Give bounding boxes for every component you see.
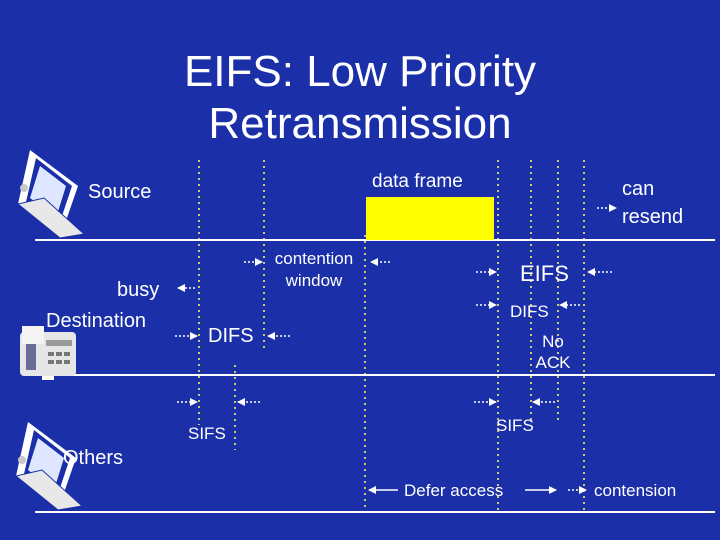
busy-label: busy bbox=[117, 279, 160, 301]
can-resend-label-line-1: can bbox=[622, 178, 655, 200]
data-frame-label: data frame bbox=[372, 171, 463, 192]
destination-label: Destination bbox=[46, 310, 147, 332]
difs-left-label: DIFS bbox=[208, 325, 254, 347]
sifs-left-label: SIFS bbox=[188, 424, 226, 443]
difs-right-label: DIFS bbox=[510, 302, 549, 321]
destination-fax-machine-icon bbox=[20, 326, 76, 380]
defer-access-label: Defer access bbox=[404, 481, 504, 500]
others-laptop-icon bbox=[14, 422, 84, 511]
contension-label: contension bbox=[594, 481, 677, 500]
can-resend-label-line-2: resend bbox=[622, 206, 684, 228]
sifs-right-label: SIFS bbox=[496, 416, 534, 435]
contention-window-label-line-2: window bbox=[285, 271, 343, 290]
guide-lines bbox=[198, 160, 585, 512]
no-ack-label-line-1: No bbox=[542, 332, 564, 351]
others-label: Others bbox=[63, 447, 124, 469]
source-laptop-icon bbox=[16, 150, 86, 239]
eifs-label: EIFS bbox=[520, 261, 569, 286]
data-frame-block bbox=[366, 197, 494, 240]
contention-window-label-line-1: contention bbox=[274, 249, 354, 268]
title-line-2: Retransmission bbox=[208, 99, 512, 148]
source-label: Source bbox=[88, 181, 152, 203]
title-line-1: EIFS: Low Priority bbox=[183, 47, 537, 96]
no-ack-label-line-2: ACK bbox=[535, 353, 571, 372]
